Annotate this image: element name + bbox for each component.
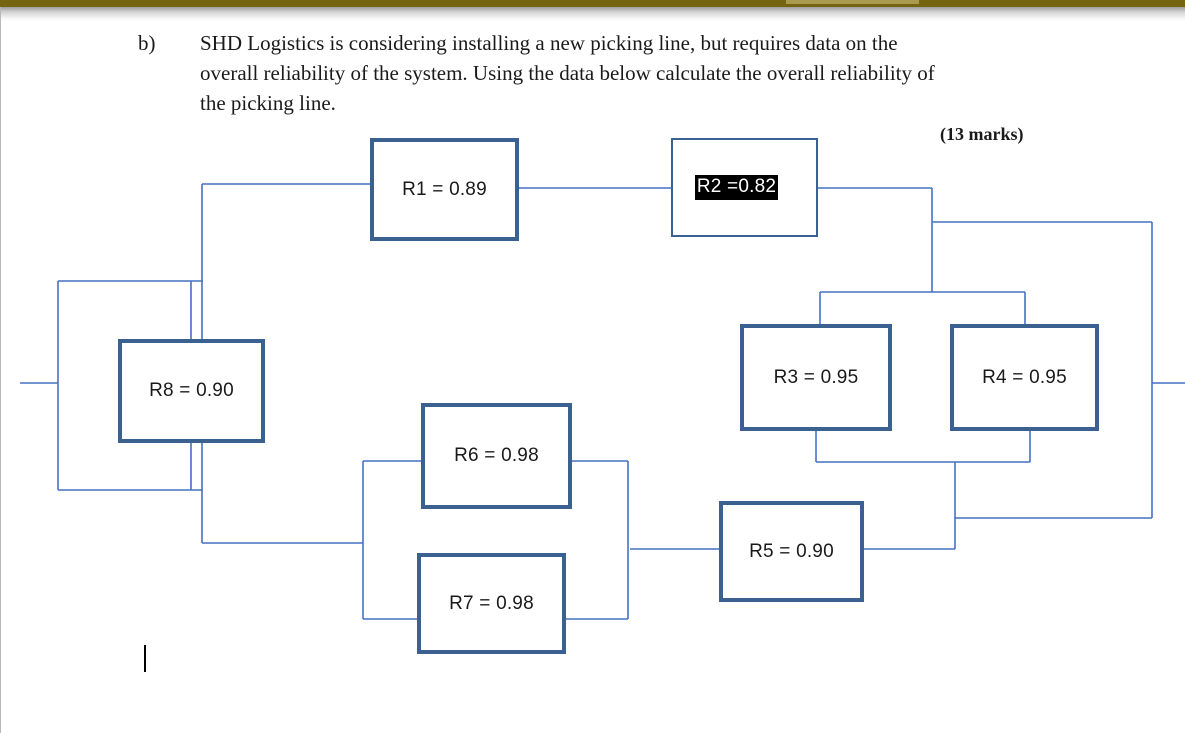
block-r1[interactable]: R1 = 0.89 [370, 138, 519, 241]
block-r3[interactable]: R3 = 0.95 [740, 324, 892, 431]
block-r6-label: R6 = 0.98 [454, 445, 539, 466]
block-r3-label: R3 = 0.95 [773, 366, 859, 388]
title-bar-shadow [0, 7, 1185, 21]
block-r4[interactable]: R4 = 0.95 [950, 324, 1099, 431]
block-r7[interactable]: R7 = 0.98 [417, 553, 566, 654]
window-title-bar [0, 0, 1185, 7]
block-r4-label: R4 = 0.95 [982, 366, 1067, 388]
block-r2[interactable]: R2 =0.82 [671, 138, 818, 237]
question-line-2: overall reliability of the system. Using… [200, 61, 935, 85]
question-line-3: the picking line. [200, 91, 336, 115]
block-r5[interactable]: R5 = 0.90 [719, 501, 864, 602]
block-r8-label: R8 = 0.90 [149, 380, 234, 401]
question-block: b) SHD Logistics is considering installi… [138, 28, 1068, 118]
block-r7-label: R7 = 0.98 [449, 592, 534, 614]
block-r1-label: R1 = 0.89 [402, 178, 487, 200]
title-bar-highlight [786, 0, 919, 4]
marks-label: (13 marks) [940, 124, 1024, 144]
question-label: b) [138, 31, 156, 55]
page-left-rule [0, 7, 1, 733]
text-caret [144, 645, 146, 672]
block-r8[interactable]: R8 = 0.90 [118, 339, 265, 443]
block-r6[interactable]: R6 = 0.98 [421, 403, 572, 509]
block-r2-label: R2 =0.82 [694, 175, 779, 200]
question-line-1: SHD Logistics is considering installing … [200, 31, 898, 55]
question-text: SHD Logistics is considering installing … [200, 28, 1068, 118]
block-r5-label: R5 = 0.90 [749, 540, 834, 562]
